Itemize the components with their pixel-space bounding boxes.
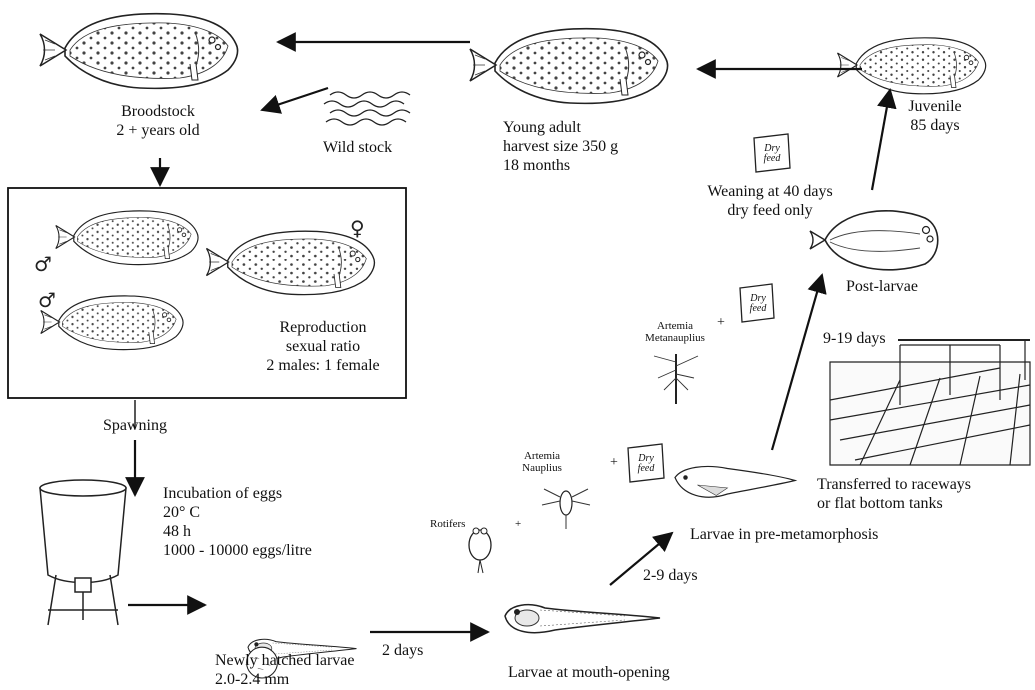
rotifer-organism bbox=[469, 528, 491, 573]
nine-nineteen-days-label: 9-19 days bbox=[823, 329, 886, 348]
plus-sign-1: + bbox=[515, 518, 521, 530]
male-symbol-1: ♂ bbox=[34, 254, 52, 274]
raceway-tanks bbox=[830, 340, 1030, 465]
dry-feed-bag-metanauplius: Dry feed bbox=[740, 288, 776, 320]
incubation-tank bbox=[40, 480, 126, 625]
two-days-label: 2 days bbox=[382, 641, 423, 660]
broodstock-fish bbox=[40, 14, 238, 89]
two-nine-days-label: 2-9 days bbox=[643, 566, 698, 585]
post-larvae-label: Post-larvae bbox=[846, 277, 918, 296]
dry-feed-bag-weaning: Dry feed bbox=[754, 138, 790, 170]
artemia-nauplius-organism bbox=[542, 489, 590, 529]
plus-sign-2: + bbox=[610, 453, 618, 472]
plus-sign-3: + bbox=[717, 313, 725, 332]
male-fish-1 bbox=[56, 211, 198, 265]
juvenile-fish bbox=[838, 38, 986, 94]
artemia-metanauplius-organism bbox=[654, 354, 698, 404]
arrow-wild-to-broodstock bbox=[262, 88, 328, 110]
arrow-premeta-to-postlarvae bbox=[772, 275, 822, 450]
spawning-label: Spawning bbox=[103, 416, 167, 435]
male-fish-2 bbox=[41, 296, 183, 350]
dry-feed-bag-nauplius: Dry feed bbox=[628, 448, 664, 480]
pre-metamorphosis-larva bbox=[675, 466, 795, 497]
young-adult-fish bbox=[470, 29, 668, 104]
wild-stock-label: Wild stock bbox=[323, 138, 392, 157]
wild-stock-waves bbox=[324, 92, 410, 125]
female-fish bbox=[207, 231, 375, 294]
rotifers-label: Rotifers bbox=[430, 518, 465, 530]
male-symbol-2: ♂ bbox=[38, 290, 56, 310]
mouth-opening-larva bbox=[505, 605, 660, 633]
mouth-opening-label: Larvae at mouth-opening bbox=[508, 663, 670, 682]
female-symbol: ♀ bbox=[350, 218, 365, 238]
pre-metamorphosis-label: Larvae in pre-metamorphosis bbox=[690, 525, 878, 544]
